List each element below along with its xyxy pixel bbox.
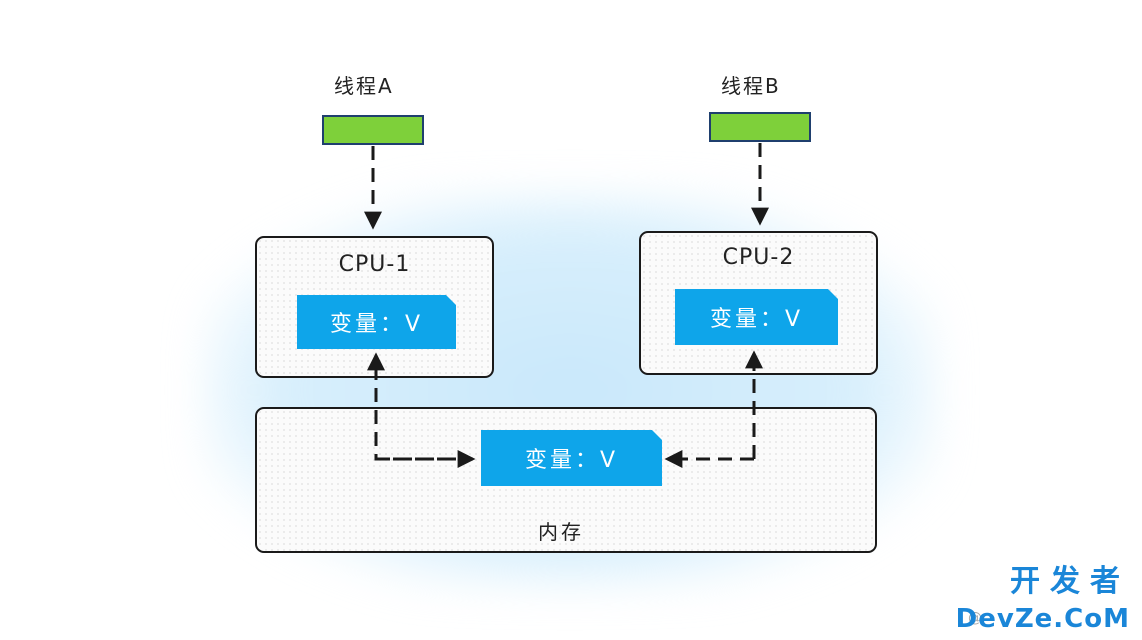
thread-a-label: 线程A <box>334 74 394 98</box>
thread-b-label: 线程B <box>721 74 781 98</box>
watermark-at: @ <box>968 610 982 626</box>
arrow-memory-to-cpu-1 <box>367 352 473 461</box>
memory-label: 内存 <box>538 520 584 544</box>
cpu-1-variable: 变量：V <box>297 295 456 349</box>
watermark-bottom-text: DevZe.CoM <box>955 604 1130 634</box>
cpu-2-variable: 变量：V <box>675 289 838 345</box>
cpu-1-title: CPU-1 <box>338 252 411 277</box>
thread-a-block <box>322 115 424 145</box>
memory-box: 变量：V <box>255 407 877 553</box>
cpu-2-title: CPU-2 <box>722 245 795 270</box>
memory-variable: 变量：V <box>481 430 662 486</box>
thread-b-block <box>709 112 811 142</box>
watermark-top-text: 开发者 <box>1010 564 1130 599</box>
